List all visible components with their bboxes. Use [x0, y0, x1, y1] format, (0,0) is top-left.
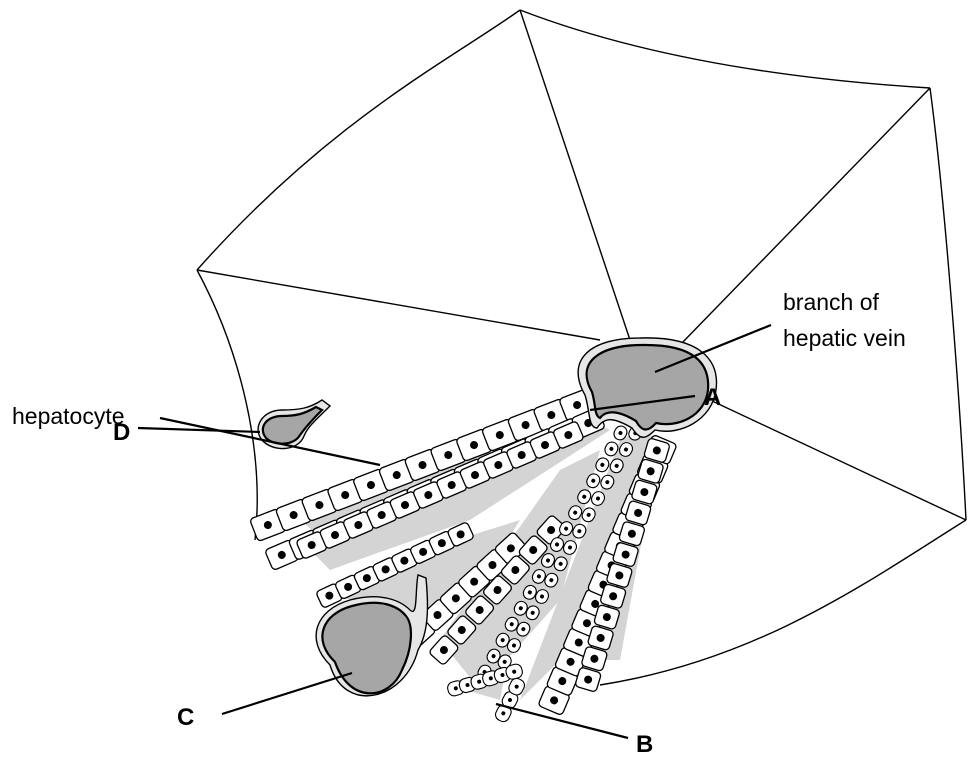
- hepatic-vein-branch: [578, 338, 716, 437]
- label-hepatic-vein-line2: hepatic vein: [783, 325, 906, 351]
- leader-d: [138, 428, 260, 432]
- label-d: D: [113, 419, 130, 446]
- label-hepatic-vein-line1: branch of: [783, 289, 880, 315]
- label-hepatocyte: hepatocyte: [12, 403, 125, 429]
- label-c: C: [177, 704, 194, 731]
- label-b: B: [636, 731, 653, 757]
- leader-c: [222, 673, 352, 714]
- label-a: A: [704, 384, 721, 411]
